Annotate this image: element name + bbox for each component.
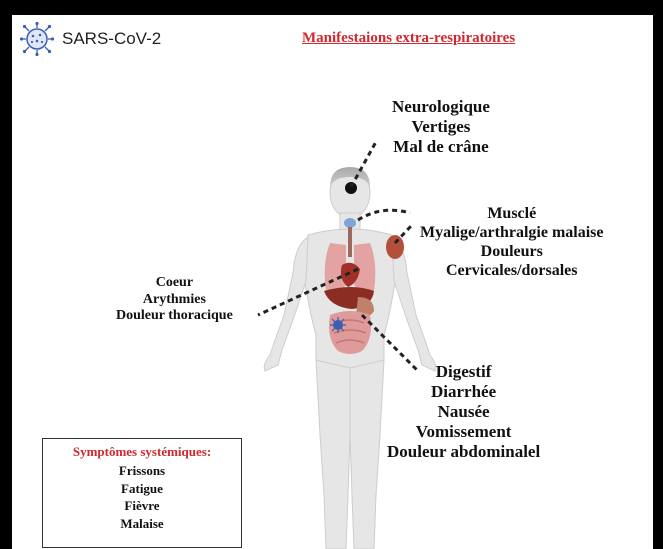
systemic-item: Frissons [43,462,241,480]
systemic-item: Fièvre [43,497,241,515]
leader-muscle-2 [395,225,412,243]
virus-marker [330,317,346,333]
muscle-heading: Musclé [420,205,604,224]
digestif-item: Diarrhée [387,382,540,402]
brain-marker [345,182,357,194]
systemic-item: Fatigue [43,480,241,498]
systemic-symptoms-box: Symptômes systémiques: Frissons Fatigue … [42,438,242,548]
systemic-title: Symptômes systémiques: [43,444,241,460]
muscle-item: Douleurs [420,243,604,262]
muscle-item: Myalige/arthralgie malaise [420,224,604,243]
neuro-heading: Neurologique [392,97,490,117]
shoulder-muscle [386,235,404,259]
digestif-item: Nausée [387,402,540,422]
digestif-heading: Digestif [387,362,540,382]
label-group-muscle: Musclé Myalige/arthralgie malaise Douleu… [420,205,604,281]
digestif-item: Vomissement [387,422,540,442]
coeur-heading: Coeur [116,275,233,292]
label-group-neurologique: Neurologique Vertiges Mal de crâne [392,97,490,157]
coeur-item: Arythmies [116,292,233,309]
neuro-item: Vertiges [392,117,490,137]
label-group-coeur: Coeur Arythmies Douleur thoracique [116,275,233,325]
label-group-digestif: Digestif Diarrhée Nausée Vomissement Dou… [387,362,540,462]
neuro-item: Mal de crâne [392,137,490,157]
coeur-item: Douleur thoracique [116,308,233,325]
leader-muscle-1 [358,210,410,220]
systemic-item: Malaise [43,515,241,533]
digestif-item: Douleur abdominalel [387,442,540,462]
muscle-item: Cervicales/dorsales [420,262,604,281]
diagram-canvas: SARS-CoV-2 Manifestaions extra-respirato… [12,15,653,549]
